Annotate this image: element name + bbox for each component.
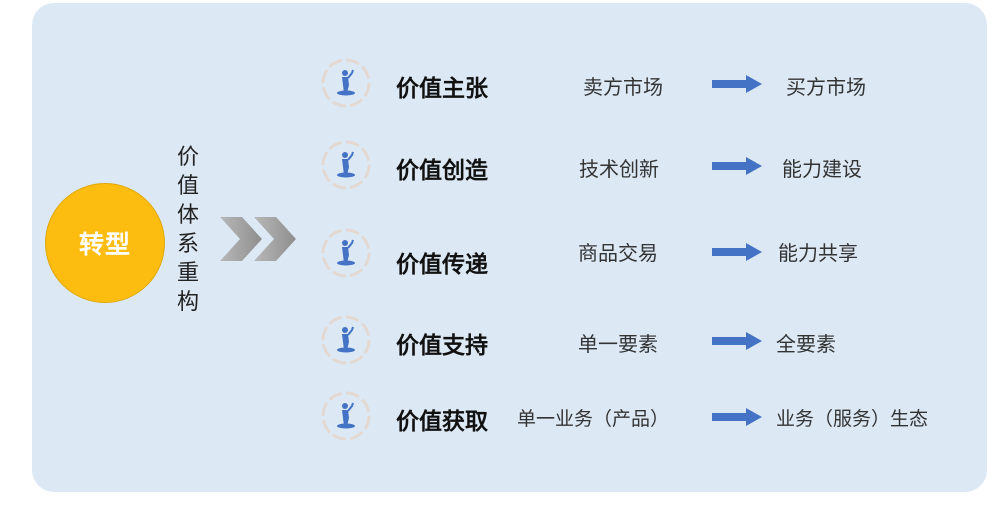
row-value-proposition: 价值主张 卖方市场 买方市场	[316, 57, 986, 113]
row-title: 价值创造	[396, 158, 488, 184]
row-title: 价值传递	[396, 252, 488, 278]
person-icon	[321, 58, 371, 108]
double-chevron-icon	[220, 217, 296, 261]
right-arrow-icon	[712, 157, 762, 175]
row-to: 业务（服务）生态	[776, 408, 929, 430]
row-title: 价值获取	[396, 409, 488, 435]
vertical-char: 体	[176, 203, 199, 228]
vertical-char: 值	[176, 174, 199, 199]
row-value-support: 价值支持 单一要素 全要素	[316, 314, 986, 370]
vertical-char: 重	[176, 261, 199, 286]
row-from: 单一业务（产品）	[517, 408, 670, 430]
person-icon	[321, 315, 371, 365]
row-from: 卖方市场	[583, 75, 663, 99]
vertical-char: 系	[176, 232, 199, 257]
row-value-creation: 价值创造 技术创新 能力建设	[316, 139, 986, 195]
person-icon	[321, 391, 371, 441]
right-arrow-icon	[712, 332, 762, 350]
right-arrow-icon	[712, 75, 762, 93]
row-value-delivery: 价值传递 商品交易 能力共享	[316, 227, 986, 283]
transformation-label: 转型	[78, 230, 131, 259]
row-from: 技术创新	[579, 157, 659, 181]
diagram-panel	[32, 3, 987, 492]
transformation-circle: 转型	[45, 183, 165, 303]
person-icon	[321, 228, 371, 278]
vertical-label-value-system-restructure: 价 值 体 系 重 构	[174, 143, 202, 317]
row-to: 全要素	[776, 332, 836, 356]
vertical-char: 构	[176, 290, 199, 315]
row-to: 买方市场	[786, 75, 866, 99]
person-icon	[321, 140, 371, 190]
row-from: 商品交易	[578, 241, 658, 265]
row-title: 价值支持	[396, 333, 488, 359]
right-arrow-icon	[712, 243, 762, 261]
row-from: 单一要素	[578, 332, 658, 356]
row-to: 能力建设	[782, 157, 862, 181]
row-to: 能力共享	[778, 241, 858, 265]
right-arrow-icon	[712, 408, 762, 426]
row-value-capture: 价值获取 单一业务（产品） 业务（服务）生态	[316, 390, 986, 446]
vertical-char: 价	[176, 145, 199, 170]
row-title: 价值主张	[396, 76, 488, 102]
